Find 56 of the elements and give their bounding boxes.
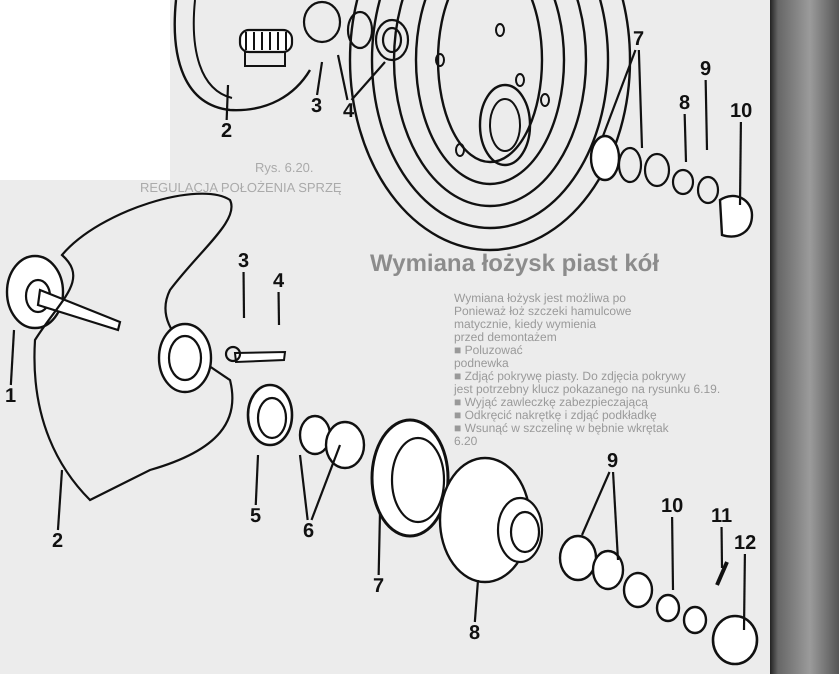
figure-caption: Rys. 6.20. [255, 160, 314, 176]
leader-line [612, 472, 620, 560]
leader-line [226, 84, 230, 120]
callout-number: 9 [700, 58, 712, 80]
leader-line [277, 292, 280, 326]
leader-line [10, 330, 16, 386]
body-text: przed demontażem [454, 330, 557, 345]
leader-line [378, 512, 382, 576]
leader-line [581, 472, 610, 536]
callout-number: 4 [343, 100, 354, 122]
body-text: Ponieważ łoż szczeki hamulcowe [454, 304, 632, 319]
body-text: 6.20 [454, 434, 478, 449]
body-text: ■ Wsunąć w szczelinę w bębnie wkrętak [454, 421, 669, 436]
body-text: ■ Zdjąć pokrywę piasty. Do zdjęcia pokrywy [454, 369, 686, 384]
callout-number: 6 [303, 520, 314, 542]
leader-line [298, 454, 309, 520]
body-text: matycznie, kiedy wymienia [454, 316, 596, 332]
leader-line [720, 526, 724, 568]
figure-caption: REGULACJA POŁOŻENIA SPRZĘ [140, 180, 342, 196]
body-text: Wymiana łożysk jest możliwa po [454, 290, 626, 306]
leader-line [310, 444, 342, 520]
callout-number: 8 [679, 92, 690, 114]
callout-number: 12 [734, 532, 756, 554]
leader-line [742, 554, 746, 630]
body-text: jest potrzebny klucz pokazanego na rysunku 6.19. [454, 382, 720, 397]
body-text: ■ Odkręcić nakrętkę i zdjąć podkładkę [454, 408, 657, 423]
callout-number: 10 [730, 100, 752, 122]
callout-number: 3 [311, 95, 322, 117]
callout-number: 8 [469, 622, 480, 644]
callout-number: 2 [221, 120, 232, 142]
leader-line [254, 454, 260, 506]
leader-line [316, 62, 324, 96]
callout-number: 11 [711, 505, 732, 527]
callout-number: 10 [661, 495, 684, 517]
leader-line [738, 122, 742, 206]
leader-line [684, 114, 688, 162]
leader-line [350, 61, 386, 101]
body-text: podnewka [454, 355, 509, 371]
leader-line [671, 516, 674, 590]
leader-line [638, 50, 644, 148]
leader-line [704, 80, 708, 150]
callout-number: 7 [633, 28, 644, 50]
leader-line [336, 54, 349, 100]
callout-number: 1 [5, 385, 16, 407]
leader-line [474, 580, 480, 622]
callout-number: 4 [273, 270, 284, 292]
leader-line [56, 470, 64, 530]
callout-number: 3 [238, 250, 250, 272]
body-text: ■ Wyjąć zawleczkę zabezpieczającą [454, 395, 648, 410]
leader-line [242, 272, 246, 318]
callout-number: 2 [52, 530, 64, 552]
callout-number: 5 [250, 505, 262, 527]
callout-number: 9 [607, 450, 618, 472]
callout-number: 7 [373, 575, 384, 597]
leader-line [602, 50, 637, 136]
body-text: ■ Poluzować [454, 343, 523, 358]
